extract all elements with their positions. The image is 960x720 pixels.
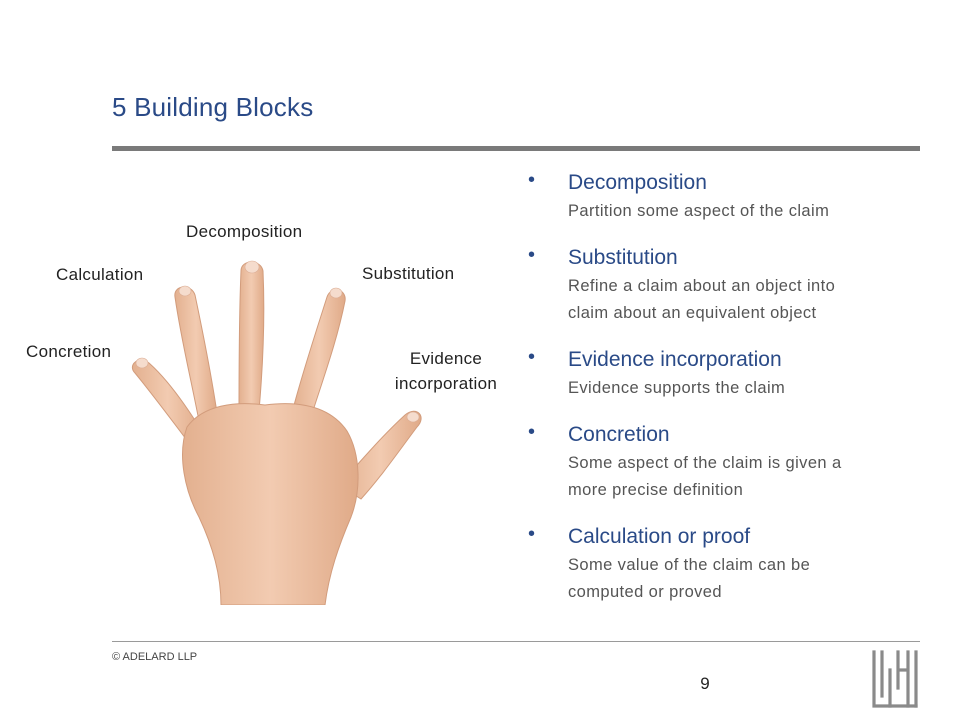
- title-divider: [112, 146, 920, 151]
- label-evidence-incorporation: Evidence incorporation: [376, 346, 516, 396]
- page-number: 9: [700, 674, 710, 693]
- label-evidence-line1: Evidence: [409, 349, 483, 368]
- bullet-marker: •: [528, 421, 536, 443]
- bullet-title: Concretion: [568, 423, 670, 446]
- open-hand-image: [131, 260, 422, 605]
- bullet-evidence-incorporation: • Evidence incorporation Evidence suppor…: [528, 345, 928, 402]
- footer-divider: [112, 641, 920, 642]
- bullet-description-line: more precise definition: [568, 481, 744, 499]
- bullet-substitution: • Substitution Refine a claim about an o…: [528, 243, 928, 327]
- bullet-concretion: • Concretion Some aspect of the claim is…: [528, 420, 928, 504]
- bullet-description-line: computed or proved: [568, 583, 722, 601]
- bullet-title: Evidence incorporation: [568, 348, 782, 371]
- bullet-description-line: Some aspect of the claim is given a: [568, 454, 842, 472]
- bullet-description-line: Partition some aspect of the claim: [568, 202, 830, 220]
- bullet-calculation-or-proof: • Calculation or proof Some value of the…: [528, 522, 928, 606]
- bullet-marker: •: [528, 244, 536, 266]
- bullet-title: Calculation or proof: [568, 525, 751, 548]
- bullet-decomposition: • Decomposition Partition some aspect of…: [528, 168, 928, 225]
- label-calculation: Calculation: [56, 265, 144, 284]
- page-title: 5 Building Blocks: [112, 92, 314, 122]
- label-evidence-line2: incorporation: [394, 374, 498, 393]
- label-decomposition: Decomposition: [186, 222, 303, 241]
- label-substitution: Substitution: [362, 264, 455, 283]
- copyright-notice: © ADELARD LLP: [112, 651, 198, 663]
- bullet-description-line: claim about an equivalent object: [568, 304, 817, 322]
- bullet-description-line: Some value of the claim can be: [568, 556, 811, 574]
- bullet-marker: •: [528, 169, 536, 191]
- bullet-list: • Decomposition Partition some aspect of…: [528, 168, 928, 606]
- bullet-title: Decomposition: [568, 171, 707, 194]
- bullet-description-line: Refine a claim about an object into: [568, 277, 836, 295]
- label-concretion: Concretion: [26, 342, 112, 361]
- bullet-description-line: Evidence supports the claim: [568, 379, 786, 397]
- bullet-marker: •: [528, 523, 536, 545]
- adelard-logo-icon: [872, 650, 918, 708]
- bullet-title: Substitution: [568, 246, 678, 269]
- bullet-marker: •: [528, 346, 536, 368]
